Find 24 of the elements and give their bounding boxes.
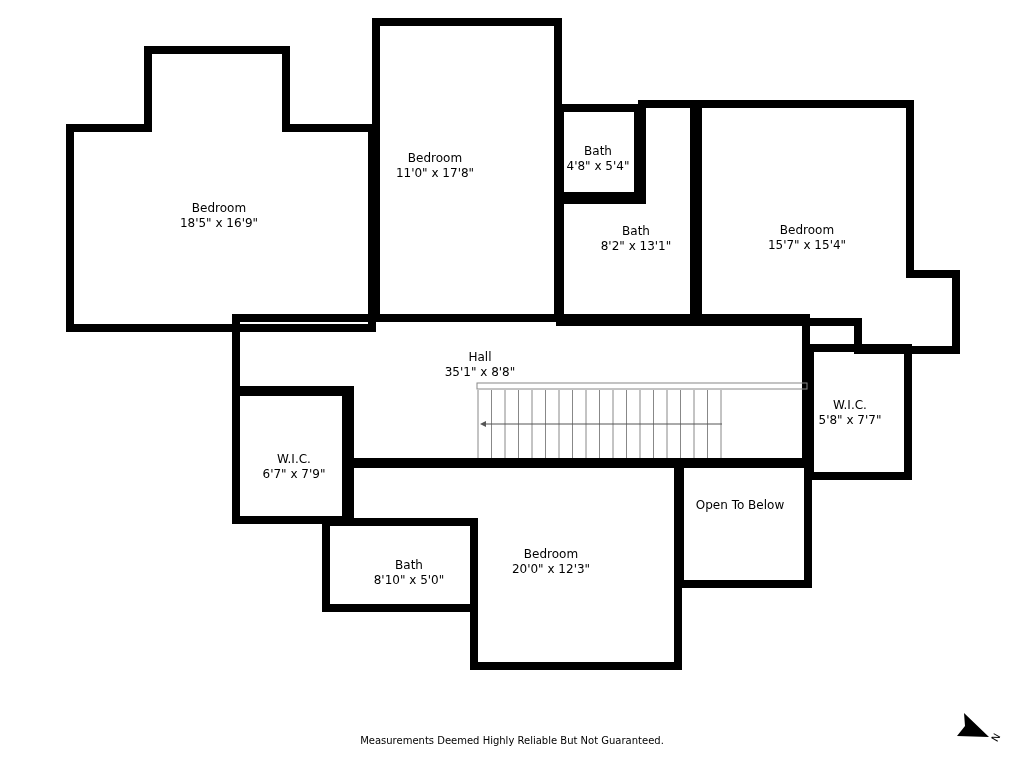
room-size: 35'1" x 8'8"	[444, 365, 516, 380]
room-size: 6'7" x 7'9"	[262, 467, 326, 482]
disclaimer-note: Measurements Deemed Highly Reliable But Not Guaranteed.	[360, 735, 664, 746]
room-name: Hall	[468, 350, 492, 365]
room-size: 5'8" x 7'7"	[818, 413, 882, 428]
north-label: N	[989, 731, 1003, 744]
room-name: Bath	[622, 224, 650, 239]
room-size: 4'8" x 5'4"	[566, 159, 630, 174]
room-size: 11'0" x 17'8"	[395, 166, 475, 181]
room-size: 8'2" x 13'1"	[600, 239, 672, 254]
room	[66, 46, 376, 332]
room-name: W.I.C.	[277, 452, 311, 467]
room-name: Bedroom	[523, 547, 579, 562]
room-size: 18'5" x 16'9"	[179, 216, 259, 231]
room-name: Bedroom	[779, 223, 835, 238]
room-name: Bath	[395, 558, 423, 573]
room-name: Open To Below	[695, 498, 785, 513]
room-name: Bedroom	[191, 201, 247, 216]
room-name: W.I.C.	[833, 398, 867, 413]
room-name: Bath	[584, 144, 612, 159]
room-size: 8'10" x 5'0"	[373, 573, 445, 588]
room-name: Bedroom	[407, 151, 463, 166]
room-size: 15'7" x 15'4"	[767, 238, 847, 253]
room-size: 20'0" x 12'3"	[511, 562, 591, 577]
